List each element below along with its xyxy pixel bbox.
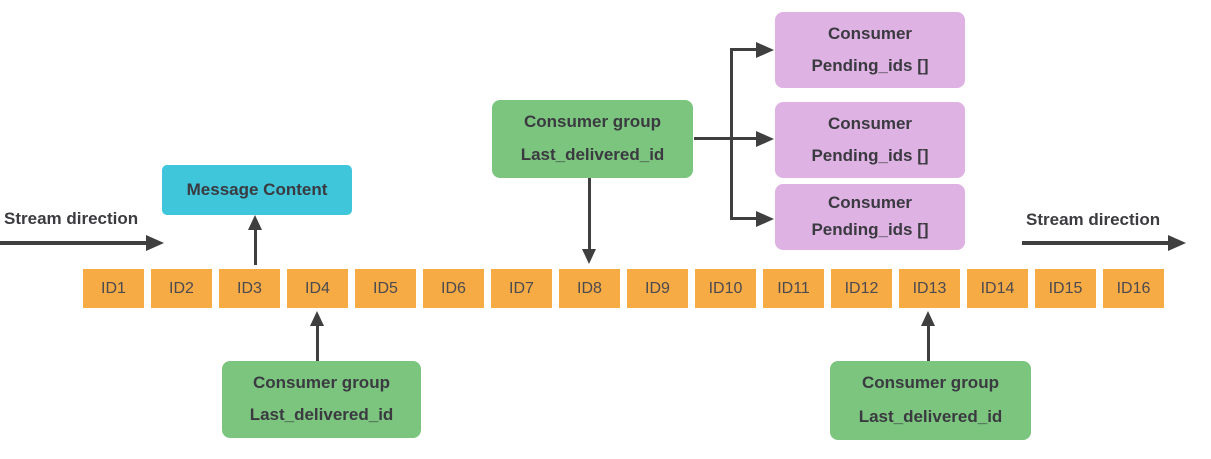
- stream-entry-id1: ID1: [83, 269, 144, 308]
- consumer-group-title: Consumer group: [524, 112, 661, 132]
- consumer-box-2: Consumer Pending_ids []: [775, 102, 965, 178]
- consumer-group-box-bottom-left: Consumer group Last_delivered_id: [222, 361, 421, 438]
- arrow-head-right-icon: [146, 235, 164, 251]
- connector-branch-line: [730, 49, 733, 220]
- message-content-label: Message Content: [186, 179, 328, 199]
- connector-main-line: [694, 137, 756, 140]
- consumer-group-subtitle: Last_delivered_id: [858, 406, 1003, 426]
- consumer-title: Consumer: [827, 23, 913, 43]
- stream-entry-id4: ID4: [287, 269, 348, 308]
- stream-entry-id15: ID15: [1035, 269, 1096, 308]
- stream-entry-id12: ID12: [831, 269, 892, 308]
- consumer-title: Consumer: [827, 113, 913, 133]
- stream-entry-id13: ID13: [899, 269, 960, 308]
- connector-bottom-line: [730, 217, 756, 220]
- stream-entry-id8: ID8: [559, 269, 620, 308]
- stream-entry-id2: ID2: [151, 269, 212, 308]
- connector-top-line: [730, 48, 756, 51]
- arrow-line: [1022, 241, 1168, 245]
- stream-id-row: ID1 ID2 ID3 ID4 ID5 ID6 ID7 ID8 ID9 ID10…: [83, 269, 1164, 308]
- stream-entry-id9: ID9: [627, 269, 688, 308]
- arrow-head-right-icon: [756, 42, 774, 58]
- consumer-group-box-top: Consumer group Last_delivered_id: [492, 100, 693, 178]
- stream-direction-label-right: Stream direction: [1026, 210, 1161, 229]
- arrow-head-right-icon: [756, 131, 774, 147]
- consumer-group-title: Consumer group: [862, 373, 999, 393]
- consumer-group-subtitle: Last_delivered_id: [520, 145, 665, 165]
- stream-entry-id6: ID6: [423, 269, 484, 308]
- arrow-line: [316, 325, 319, 361]
- consumer-group-title: Consumer group: [253, 372, 390, 392]
- message-content-box: Message Content: [162, 165, 352, 215]
- consumer-subtitle: Pending_ids []: [811, 220, 929, 240]
- stream-entry-id7: ID7: [491, 269, 552, 308]
- arrow-head-up-icon: [248, 215, 262, 230]
- arrow-line: [254, 229, 257, 265]
- consumer-box-3: Consumer Pending_ids []: [775, 184, 965, 250]
- arrow-head-right-icon: [756, 211, 774, 227]
- consumer-subtitle: Pending_ids []: [811, 55, 929, 75]
- consumer-subtitle: Pending_ids []: [811, 145, 929, 165]
- stream-entry-id16: ID16: [1103, 269, 1164, 308]
- consumer-group-subtitle: Last_delivered_id: [249, 405, 394, 425]
- consumer-title: Consumer: [827, 193, 913, 213]
- arrow-head-up-icon: [310, 311, 324, 326]
- stream-direction-label-left: Stream direction: [4, 209, 139, 228]
- arrow-head-up-icon: [921, 311, 935, 326]
- arrow-head-down-icon: [582, 249, 596, 264]
- stream-entry-id14: ID14: [967, 269, 1028, 308]
- arrow-line: [588, 178, 591, 250]
- arrow-line: [0, 241, 146, 245]
- arrow-line: [927, 325, 930, 361]
- consumer-box-1: Consumer Pending_ids []: [775, 12, 965, 88]
- arrow-head-right-icon: [1168, 235, 1186, 251]
- stream-entry-id5: ID5: [355, 269, 416, 308]
- consumer-group-box-bottom-right: Consumer group Last_delivered_id: [830, 361, 1031, 440]
- stream-entry-id10: ID10: [695, 269, 756, 308]
- stream-entry-id3: ID3: [219, 269, 280, 308]
- stream-entry-id11: ID11: [763, 269, 824, 308]
